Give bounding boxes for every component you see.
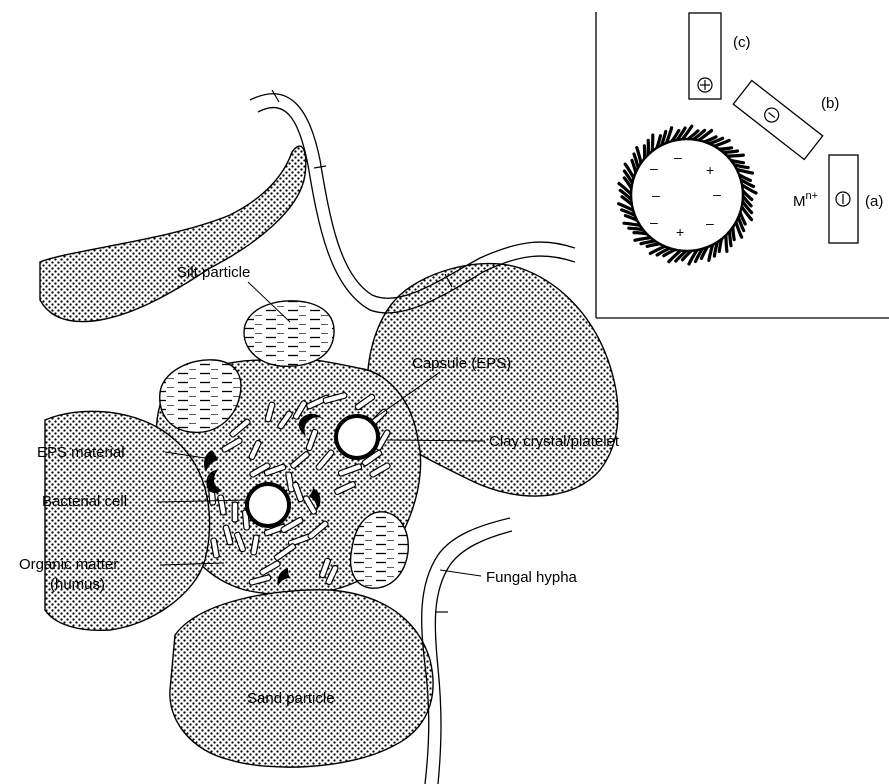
charge-minus-4: –: [713, 186, 721, 202]
hypha-septum-2: [314, 166, 326, 168]
inset-cell: [631, 139, 743, 251]
bacterial-cell-lower: [247, 484, 289, 526]
label-fungal-hypha: Fungal hypha: [486, 569, 578, 586]
label-sand-particle: Sand particle: [247, 690, 335, 707]
inset-panel: – – + – – – + – (c) (b) Mn+ (a): [596, 12, 889, 318]
charge-minus-5: –: [650, 214, 658, 230]
charge-minus-2: –: [650, 160, 658, 176]
label-capsule-eps: Capsule (EPS): [412, 355, 511, 372]
bacterial-cell-upper: [336, 416, 378, 458]
label-silt-particle: Silt particle: [177, 264, 250, 281]
charge-minus-3: –: [652, 187, 660, 203]
label-b: (b): [821, 95, 839, 112]
charge-minus-1: –: [674, 149, 682, 165]
label-bacterial-cell: Bacterial cell: [42, 493, 127, 510]
label-organic-matter: Organic matter: [19, 556, 118, 573]
label-eps-material: EPS material: [37, 444, 125, 461]
bar-b: [733, 80, 822, 159]
label-humus: (humus): [50, 576, 105, 593]
lower-hypha-outer: [422, 518, 510, 784]
silt-particle-top: [244, 301, 334, 366]
upper-left-particle: [40, 146, 306, 322]
label-c: (c): [733, 34, 751, 51]
label-clay-crystal: Clay crystal/platelet: [489, 433, 620, 450]
label-metal-cation: Mn+: [793, 190, 818, 210]
hypha-septum-1: [272, 90, 279, 102]
charge-plus-1: +: [706, 162, 714, 178]
label-a: (a): [865, 193, 883, 210]
charge-plus-2: +: [676, 224, 684, 240]
sand-particle: [170, 590, 433, 767]
upper-hypha-outer: [250, 94, 575, 299]
charge-minus-6: –: [706, 215, 714, 231]
